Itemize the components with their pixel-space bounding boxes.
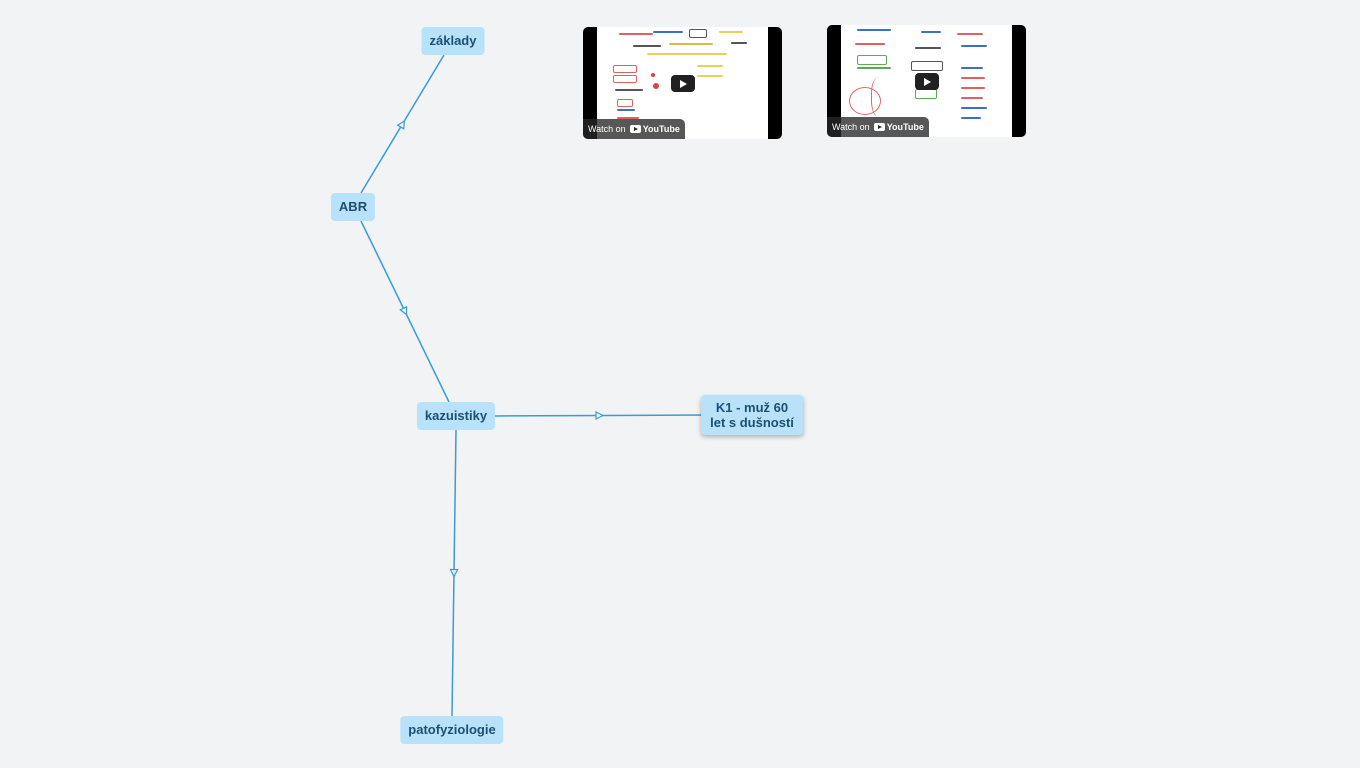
edge-abr-kazuistiky[interactable] — [360, 220, 450, 403]
node-label-line-1: K1 - muž 60 — [715, 400, 789, 415]
node-zaklady[interactable]: základy — [421, 27, 485, 55]
node-label: patofyziologie — [408, 722, 496, 737]
watch-on-label: Watch on — [832, 122, 870, 132]
youtube-logo: YouTube — [873, 122, 924, 132]
node-patofyziologie[interactable]: patofyziologie — [400, 716, 504, 744]
youtube-wordmark: YouTube — [642, 124, 680, 134]
arrow-icon — [449, 568, 459, 578]
edge-abr-zaklady[interactable] — [360, 54, 445, 194]
play-icon[interactable] — [670, 75, 695, 92]
watch-on-youtube-link[interactable]: Watch on YouTube — [827, 117, 929, 137]
arrow-icon — [399, 305, 408, 316]
node-kazuistiky[interactable]: kazuistiky — [416, 402, 496, 430]
edge-kazuistiky-k1[interactable] — [492, 411, 707, 420]
youtube-wordmark: YouTube — [886, 122, 924, 132]
arrow-icon — [595, 411, 605, 420]
node-label-line-2: let s dušností — [710, 415, 794, 430]
node-label: ABR — [338, 199, 368, 214]
arrow-icon — [396, 119, 405, 130]
node-label: kazuistiky — [424, 408, 488, 423]
watch-on-label: Watch on — [588, 124, 626, 134]
node-abr[interactable]: ABR — [330, 193, 376, 221]
youtube-video-embed-2[interactable]: Watch on YouTube — [827, 25, 1026, 137]
youtube-icon — [873, 123, 885, 131]
youtube-logo: YouTube — [629, 124, 680, 134]
watch-on-youtube-link[interactable]: Watch on YouTube — [583, 119, 685, 139]
youtube-icon — [629, 125, 641, 133]
node-label: základy — [429, 33, 477, 48]
edge-kazuistiky-patofyziologie[interactable] — [449, 429, 459, 717]
youtube-video-embed-1[interactable]: Watch on YouTube — [583, 27, 782, 139]
play-icon[interactable] — [914, 73, 939, 90]
node-k1-muz-60-let[interactable]: K1 - muž 60 let s dušností — [701, 395, 803, 435]
